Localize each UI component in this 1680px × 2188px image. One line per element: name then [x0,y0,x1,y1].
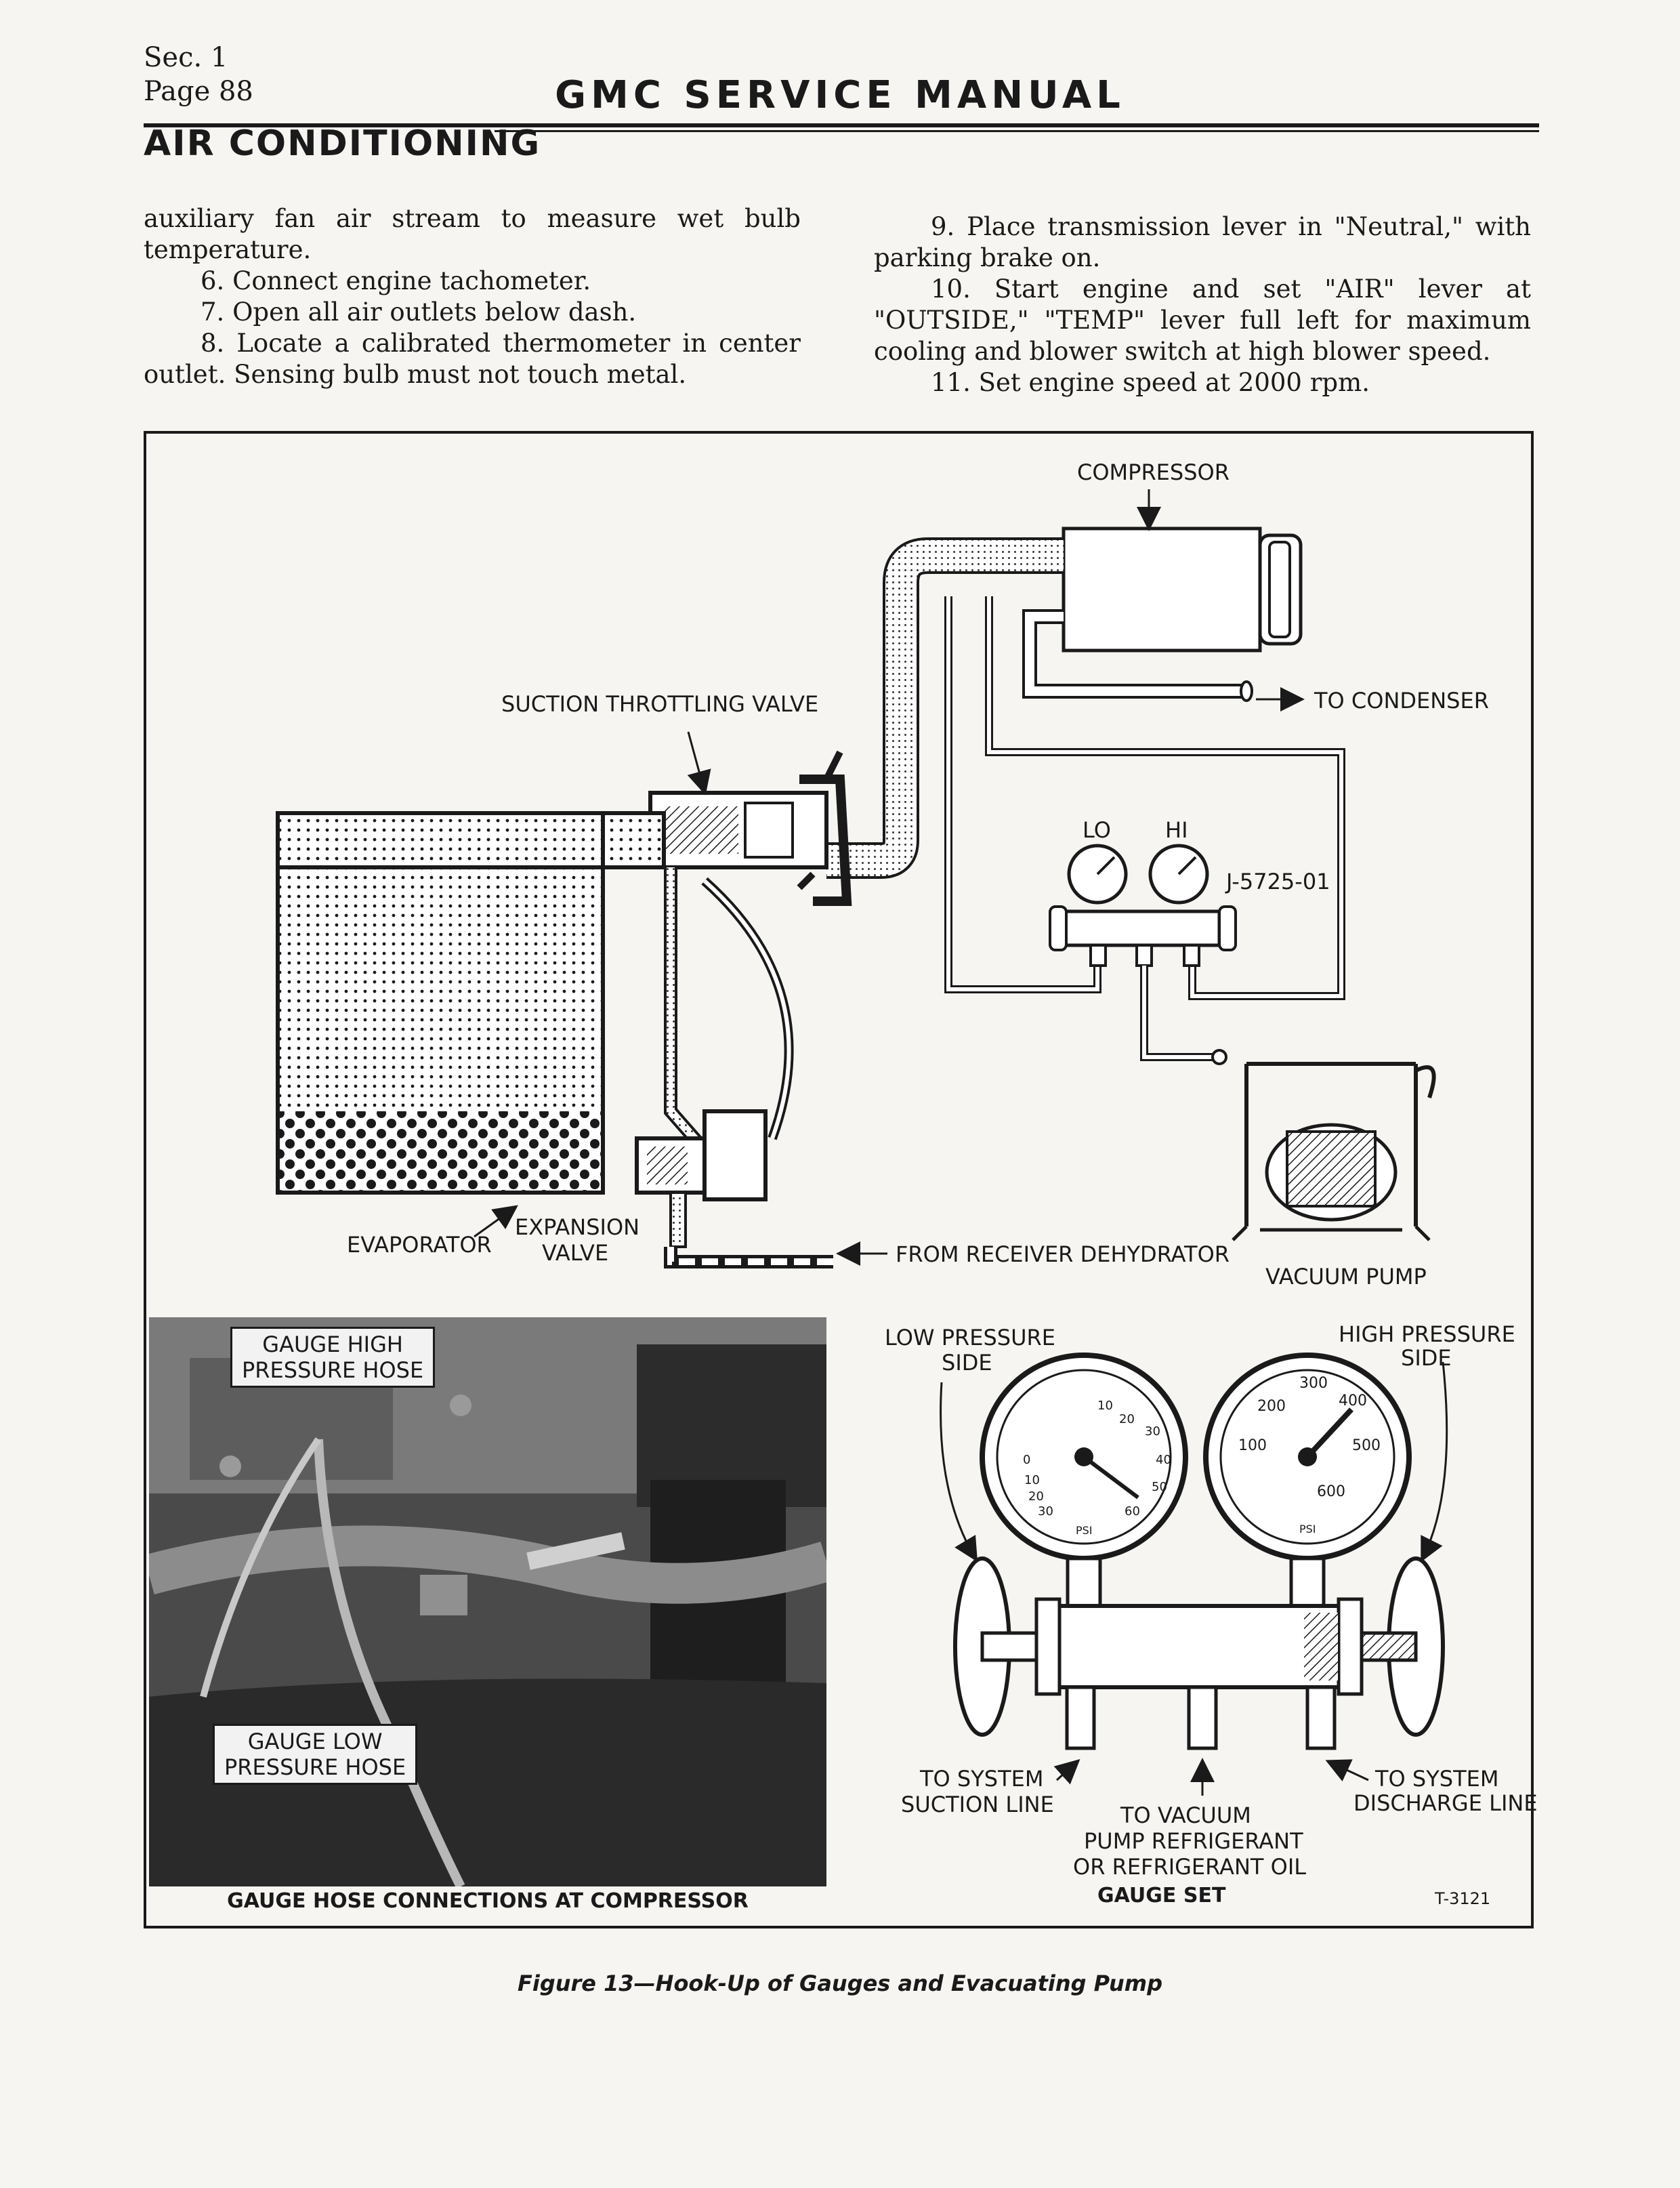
callout-low-hose: GAUGE LOW PRESSURE HOSE [213,1724,418,1785]
hi-label: HI [1165,817,1188,843]
photo-illustration [149,1317,826,1886]
low-tick: 10 [1097,1399,1113,1413]
vacuum-line-label-2: PUMP REFRIGERANT [1084,1828,1303,1854]
figure-frame [144,431,1534,1928]
low-tick: 40 [1156,1453,1171,1467]
step-11: 11. Set engine speed at 2000 rpm. [931,368,1370,397]
manual-title: GMC SERVICE MANUAL [555,73,1125,117]
section-number: Sec. 1 [144,42,228,73]
high-tick: 400 [1339,1392,1367,1409]
suction-line-label-2: SUCTION LINE [901,1792,1054,1817]
expansion-label-2: VALVE [542,1240,608,1266]
low-tick: 0 [1023,1453,1030,1467]
manifold-gauge-set [1049,844,1237,967]
evaporator [276,811,666,1195]
photo-caption: GAUGE HOSE CONNECTIONS AT COMPRESSOR [227,1889,749,1913]
left-text-column: auxiliary fan air stream to measure wet … [144,203,801,390]
low-side-label-2: SIDE [942,1350,992,1376]
suction-throttling-valve [648,750,852,906]
high-side-label-2: SIDE [1401,1345,1452,1371]
paragraph: auxiliary fan air stream to measure wet … [144,204,801,264]
suction-line-label-1: TO SYSTEM [919,1766,1043,1792]
compressor-photo: GAUGE HIGH PRESSURE HOSE GAUGE LOW PRESS… [149,1317,826,1886]
right-text-column: 9. Place transmission lever in "Neutral,… [874,211,1531,398]
illustration-code: T-3121 [1435,1889,1491,1908]
high-side-label-1: HIGH PRESSURE [1339,1321,1515,1347]
low-side-label-1: LOW PRESSURE [885,1325,1055,1350]
suction-valve-label: SUCTION THROTTLING VALVE [501,691,818,717]
low-tick: 10 [1024,1473,1040,1487]
header-rule [144,123,1539,127]
low-psi-label: PSI [1076,1524,1093,1537]
header-rule-thin [495,130,1539,132]
page-number: Page 88 [144,76,253,107]
compressor [1062,489,1303,653]
from-receiver-label: FROM RECEIVER DEHYDRATOR [896,1241,1230,1267]
low-tick: 30 [1038,1504,1053,1519]
step-6: 6. Connect engine tachometer. [201,266,591,295]
high-pressure-gauge [1203,1353,1412,1608]
lo-label: LO [1083,817,1111,843]
section-title: AIR CONDITIONING [144,123,541,164]
high-psi-label: PSI [1299,1523,1316,1535]
high-tick: 600 [1317,1483,1345,1500]
vacuum-line-label-3: OR REFRIGERANT OIL [1073,1854,1306,1880]
high-tick: 200 [1257,1398,1286,1415]
expansion-label-1: EXPANSION [515,1214,639,1240]
step-10: 10. Start engine and set "AIR" lever at … [874,274,1531,366]
vacuum-pump-label: VACUUM PUMP [1265,1264,1427,1289]
step-8: 8. Locate a calibrated thermometer in ce… [144,329,801,389]
evaporator-label: EVAPORATOR [347,1232,492,1258]
to-condenser-label: TO CONDENSER [1314,688,1489,714]
compressor-label: COMPRESSOR [1077,459,1230,485]
expansion-valve [635,1109,768,1248]
callout-high-hose: GAUGE HIGH PRESSURE HOSE [230,1327,436,1388]
high-tick: 500 [1352,1437,1381,1454]
low-tick: 20 [1028,1489,1044,1504]
step-9: 9. Place transmission lever in "Neutral,… [874,212,1531,272]
low-tick: 20 [1119,1412,1135,1426]
low-tick: 50 [1152,1480,1167,1494]
step-7: 7. Open all air outlets below dash. [201,297,637,327]
figure-caption: Figure 13—Hook-Up of Gauges and Evacuati… [517,1970,1162,1996]
low-tick: 60 [1125,1504,1140,1519]
high-tick: 100 [1238,1437,1267,1454]
callout-high-line-1: GAUGE HIGH [262,1332,403,1357]
tool-number-label: J-5725-01 [1225,869,1330,894]
callout-low-line-1: GAUGE LOW [247,1729,383,1754]
high-tick: 300 [1299,1375,1328,1392]
gauge-manifold [953,1556,1445,1750]
low-tick: 30 [1145,1424,1160,1439]
callout-high-line-2: PRESSURE HOSE [242,1357,424,1383]
discharge-line-label-1: TO SYSTEM [1374,1766,1498,1792]
vacuum-pump [1211,1049,1436,1241]
gauge-set-caption: GAUGE SET [1097,1884,1226,1907]
callout-low-line-2: PRESSURE HOSE [224,1754,406,1780]
discharge-line-label-2: DISCHARGE LINE [1353,1790,1538,1816]
vacuum-line-label-1: TO VACUUM [1120,1802,1251,1828]
